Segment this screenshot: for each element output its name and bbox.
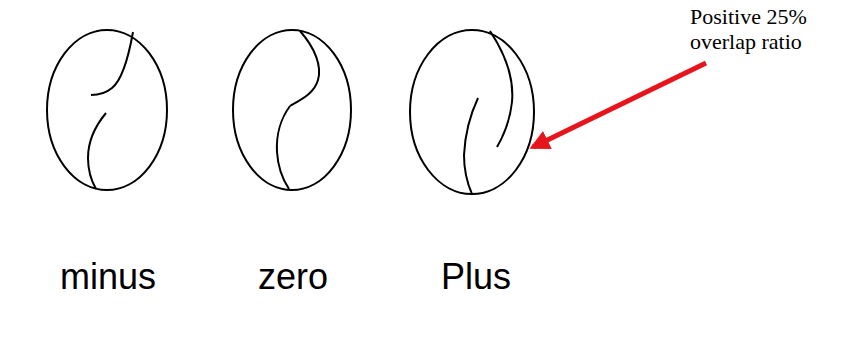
cell-outline xyxy=(47,30,167,190)
split-curve xyxy=(290,31,319,106)
callout-arrow xyxy=(533,63,706,147)
split-curve xyxy=(277,106,290,189)
split-curve xyxy=(88,113,106,189)
cell-outline xyxy=(410,30,534,194)
callout-note: Positive 25% overlap ratio xyxy=(690,4,840,54)
split-curve xyxy=(91,32,133,95)
split-curve xyxy=(464,98,478,194)
cell-outline xyxy=(233,30,351,190)
split-curve xyxy=(490,31,512,147)
case-label: minus xyxy=(28,256,188,298)
case-label: Plus xyxy=(396,256,556,298)
case-label: zero xyxy=(213,256,373,298)
